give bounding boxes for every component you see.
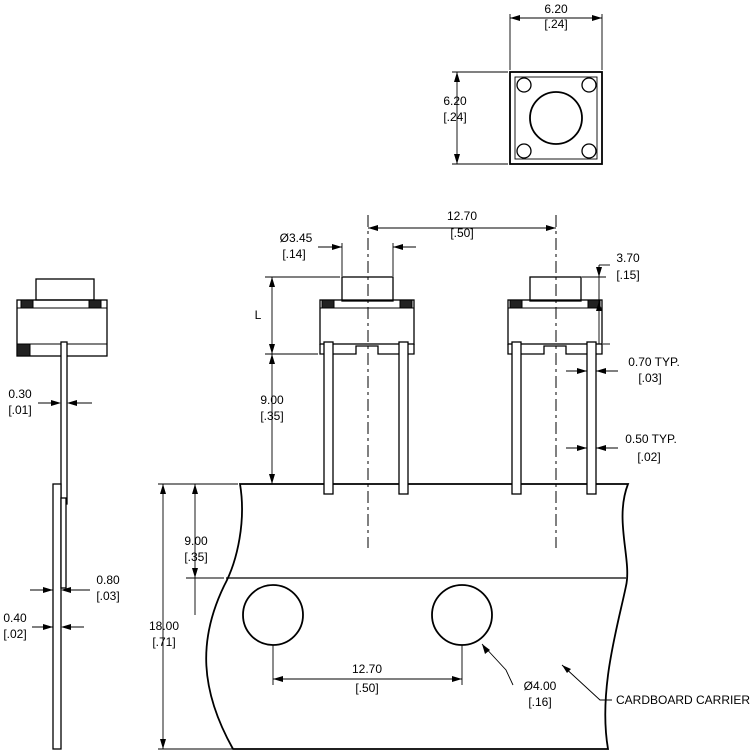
side-body-tab (88, 299, 102, 309)
lead-width-mm: 0.70 TYP. (628, 355, 680, 369)
lead-length-mm: 9.00 (260, 393, 284, 407)
switch-1-lead-left (323, 341, 334, 495)
carrier-total-mm: 18.00 (149, 619, 179, 633)
side-tape-thick-in: [.02] (3, 627, 26, 641)
switch-1-body (319, 299, 415, 345)
switch-1-lead-right (398, 341, 409, 495)
side-tape-thick-mm: 0.40 (3, 611, 27, 625)
lead-length-in: [.35] (260, 409, 283, 423)
switch-2-lead-right (586, 341, 597, 495)
top-height-mm: 6.20 (443, 94, 467, 108)
side-button (35, 278, 95, 301)
top-height-in: [.24] (443, 110, 466, 124)
top-width-in: [.24] (544, 17, 567, 31)
switch-2-lead-left (511, 341, 522, 495)
top-view: 6.20 [.24] 6.20 [.24] (443, 2, 603, 165)
top-view-corner-post (581, 77, 597, 93)
side-body-foot (16, 343, 31, 357)
top-view-inner-outline (514, 76, 598, 160)
switch-2 (507, 276, 603, 495)
hole-dia-mm: Ø4.00 (524, 679, 557, 693)
hole-dia-in: [.16] (528, 695, 551, 709)
side-lead-thick-in: [.01] (8, 403, 31, 417)
side-lead (60, 341, 68, 505)
side-carrier-thick-in: [.03] (96, 589, 119, 603)
lead-width-in: [.03] (638, 371, 661, 385)
lead-thick-in: [.02] (637, 450, 660, 464)
button-dia-mm: Ø3.45 (280, 231, 313, 245)
top-view-corner-post (516, 77, 532, 93)
pitch-mm: 12.70 (447, 209, 477, 223)
lead-thick-mm: 0.50 TYP. (625, 432, 677, 446)
carrier-band-in: [.35] (184, 550, 207, 564)
pitch-in: [.50] (450, 226, 473, 240)
switch-2-body (507, 299, 603, 345)
switch-1 (319, 276, 415, 495)
carrier-band-mm: 9.00 (184, 534, 208, 548)
carrier-label: CARDBOARD CARRIER (616, 693, 750, 707)
carrier-outline (205, 483, 630, 750)
side-adhesive-tape (60, 497, 67, 589)
side-view: 0.30 [.01] 0.80 [.03] 0.40 [.02] (3, 278, 120, 750)
length-label: L (255, 308, 262, 322)
sprocket-hole-1 (242, 584, 304, 646)
height-mm: 3.70 (616, 251, 640, 265)
side-carrier-board (52, 483, 62, 750)
side-carrier-thick-mm: 0.80 (96, 573, 120, 587)
sprocket-hole-2 (431, 584, 493, 646)
cardboard-carrier: 12.70 [.50] Ø4.00 [.16] CARDBOARD CARRIE… (149, 483, 750, 750)
side-lead-thick-mm: 0.30 (8, 387, 32, 401)
height-in: [.15] (616, 268, 639, 282)
top-view-corner-post (581, 143, 597, 159)
side-body-tab (20, 299, 34, 309)
hole-pitch-in: [.50] (355, 681, 378, 695)
top-view-button (529, 91, 583, 145)
carrier-total-in: [.71] (152, 635, 175, 649)
button-dia-in: [.14] (282, 247, 305, 261)
front-dimensions: 12.70 [.50] Ø3.45 [.14] 3.70 [.15] L 9.0… (240, 209, 680, 485)
hole-pitch-mm: 12.70 (352, 662, 382, 676)
top-view-corner-post (516, 143, 532, 159)
top-width-mm: 6.20 (544, 2, 568, 16)
top-view-body (509, 71, 603, 165)
